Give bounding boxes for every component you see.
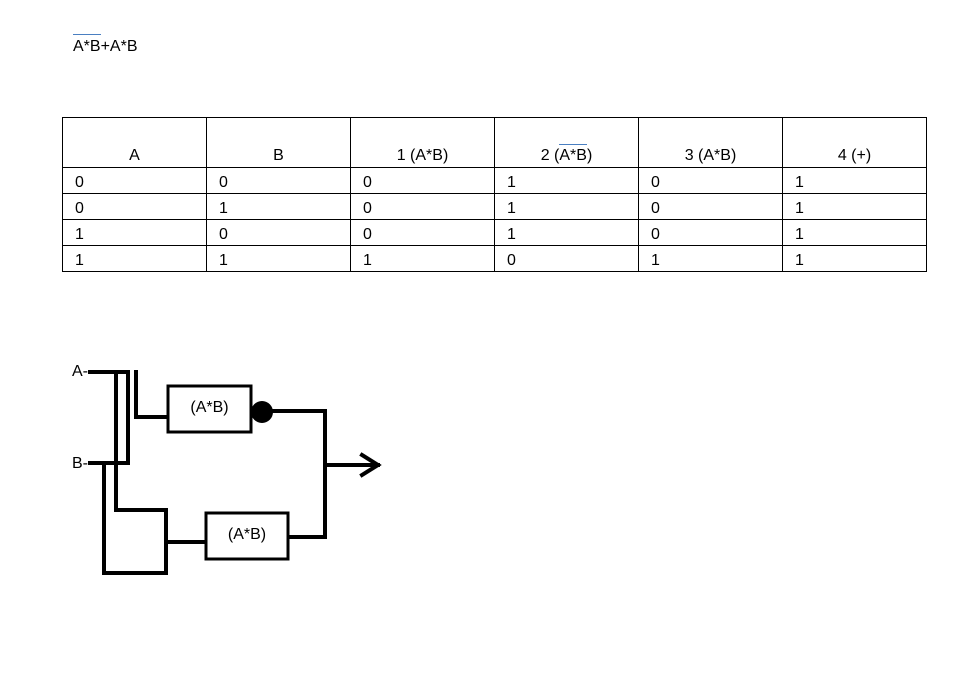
table-cell: 0 bbox=[638, 167, 783, 194]
formula-negated-term: A*B bbox=[73, 34, 101, 55]
header-step-3: 3 (A*B) bbox=[638, 117, 783, 168]
logic-circuit-diagram: (A*B) (A*B) A- B- bbox=[72, 363, 382, 575]
table-cell: 0 bbox=[206, 219, 351, 246]
table-cell: 1 bbox=[782, 219, 927, 246]
table-cell: 1 bbox=[350, 245, 495, 272]
formula-rest: +A*B bbox=[100, 38, 138, 55]
inverter-bubble-icon bbox=[251, 401, 273, 423]
output-arrow-icon bbox=[359, 452, 382, 478]
table-cell: 1 bbox=[62, 219, 207, 246]
header-b: B bbox=[206, 117, 351, 168]
table-cell: 1 bbox=[782, 245, 927, 272]
table-cell: 1 bbox=[782, 167, 927, 194]
table-cell: 0 bbox=[62, 193, 207, 220]
header-step-2-prefix: 2 ( bbox=[540, 147, 560, 164]
gate-top-box bbox=[166, 384, 253, 434]
circuit-wires bbox=[88, 370, 382, 575]
table-cell: 1 bbox=[494, 193, 639, 220]
table-cell: 1 bbox=[782, 193, 927, 220]
table-cell: 0 bbox=[206, 167, 351, 194]
table-row: 1 0 0 1 0 1 bbox=[62, 219, 927, 246]
input-b-label: B- bbox=[72, 455, 88, 472]
header-step-2-suffix: ) bbox=[586, 147, 593, 164]
table-cell: 0 bbox=[350, 167, 495, 194]
header-step-2-negated: A*B bbox=[559, 144, 587, 164]
input-a-label: A- bbox=[72, 363, 88, 380]
table-cell: 1 bbox=[206, 193, 351, 220]
truth-table-header-row: A B 1 (A*B) 2 (A*B) 3 (A*B) 4 (+) bbox=[62, 117, 927, 168]
table-cell: 0 bbox=[350, 219, 495, 246]
table-cell: 1 bbox=[638, 245, 783, 272]
table-cell: 0 bbox=[62, 167, 207, 194]
header-step-4: 4 (+) bbox=[782, 117, 927, 168]
gate-top-label: (A*B) bbox=[190, 399, 228, 416]
gate-bottom-box bbox=[204, 511, 290, 561]
table-cell: 0 bbox=[638, 193, 783, 220]
table-cell: 1 bbox=[494, 167, 639, 194]
table-cell: 1 bbox=[494, 219, 639, 246]
table-cell: 1 bbox=[62, 245, 207, 272]
table-row: 0 1 0 1 0 1 bbox=[62, 193, 927, 220]
table-cell: 1 bbox=[206, 245, 351, 272]
boolean-formula: A*B+A*B bbox=[73, 34, 138, 57]
table-cell: 0 bbox=[494, 245, 639, 272]
table-cell: 0 bbox=[638, 219, 783, 246]
header-a: A bbox=[62, 117, 207, 168]
gate-bottom-label: (A*B) bbox=[228, 526, 266, 543]
table-row: 0 0 0 1 0 1 bbox=[62, 167, 927, 194]
header-step-2: 2 (A*B) bbox=[494, 117, 639, 168]
table-cell: 0 bbox=[350, 193, 495, 220]
table-row: 1 1 1 0 1 1 bbox=[62, 245, 927, 272]
truth-table: A B 1 (A*B) 2 (A*B) 3 (A*B) 4 (+) 0 0 0 … bbox=[62, 117, 927, 272]
header-step-1: 1 (A*B) bbox=[350, 117, 495, 168]
